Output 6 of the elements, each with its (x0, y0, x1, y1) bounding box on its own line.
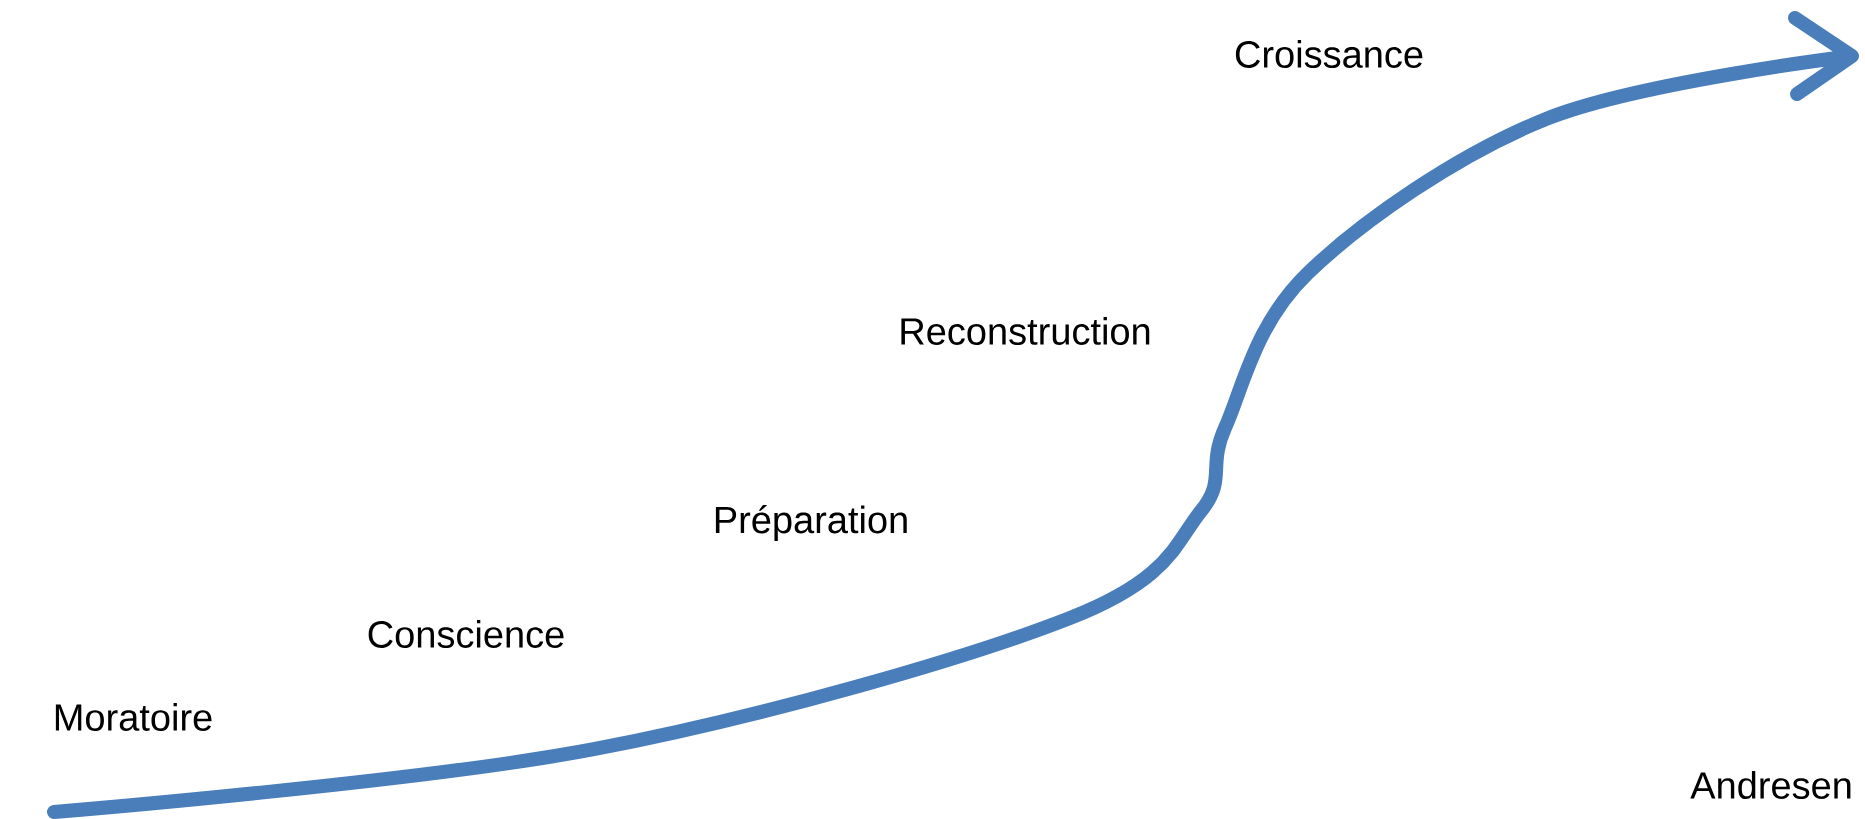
stage-label: Croissance (1235, 40, 1423, 68)
stage-label: Reconstruction (901, 317, 1150, 345)
stage-label: Préparation (715, 505, 907, 541)
stage-label: Moratoire (55, 703, 212, 731)
stage-label: Conscience (368, 620, 564, 648)
stage-label: Andresen (1690, 771, 1851, 799)
